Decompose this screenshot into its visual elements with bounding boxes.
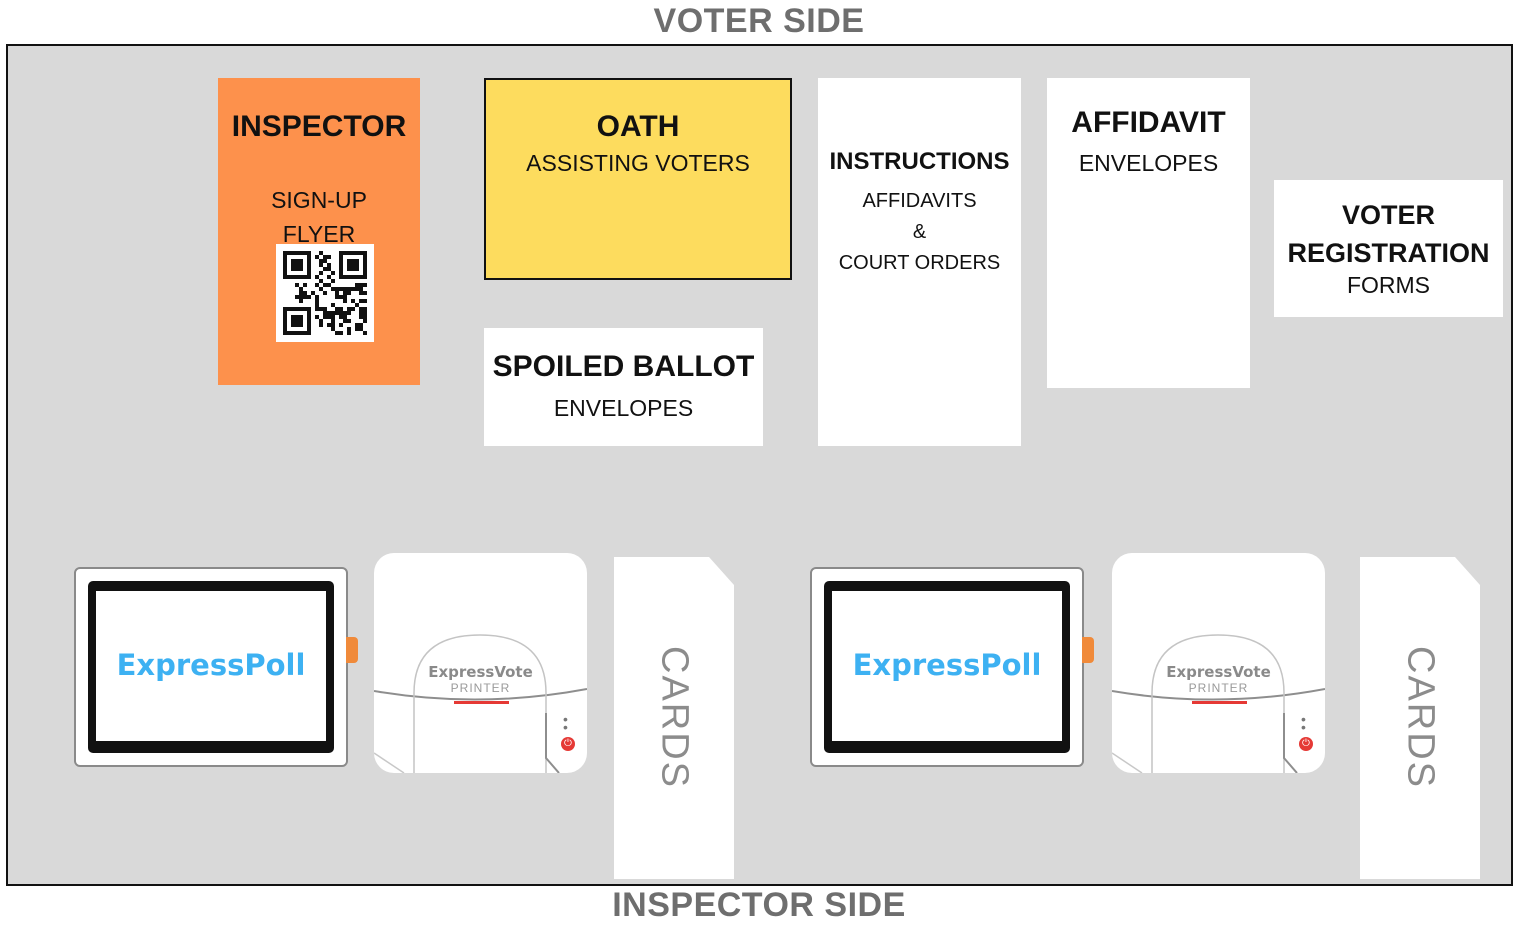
inspector-signup-flyer[interactable]: INSPECTOR SIGN-UP FLYER bbox=[218, 78, 420, 385]
expressvote-printer-2[interactable]: ExpressVote PRINTER •• ⏻ bbox=[1112, 553, 1325, 773]
expresspoll-tablet-2[interactable]: ExpressPoll bbox=[810, 567, 1094, 767]
printer-status-dots: •• bbox=[563, 711, 568, 735]
cards-label: CARDS bbox=[1399, 646, 1442, 790]
instructions-sheet[interactable]: INSTRUCTIONS AFFIDAVITS & COURT ORDERS bbox=[818, 78, 1021, 446]
cards-label: CARDS bbox=[653, 646, 696, 790]
inspector-flyer-title: INSPECTOR bbox=[231, 110, 407, 143]
expressvote-printer-1[interactable]: ExpressVote PRINTER •• ⏻ bbox=[374, 553, 587, 773]
inspector-side-label: INSPECTOR SIDE bbox=[612, 886, 906, 924]
printer-brand: ExpressVote bbox=[1166, 663, 1271, 681]
instructions-details: AFFIDAVITS & COURT ORDERS bbox=[818, 186, 1021, 279]
spoiled-ballot-subtitle: ENVELOPES bbox=[553, 395, 694, 421]
affidavit-title: AFFIDAVIT bbox=[1071, 106, 1226, 139]
tablet-side-tab bbox=[346, 637, 358, 663]
affidavit-envelopes[interactable]: AFFIDAVIT ENVELOPES bbox=[1047, 78, 1250, 388]
power-icon[interactable]: ⏻ bbox=[1299, 737, 1313, 751]
qr-code-icon[interactable] bbox=[276, 244, 374, 342]
ballot-cards-stack-1[interactable]: CARDS bbox=[614, 557, 734, 879]
ballot-cards-stack-2[interactable]: CARDS bbox=[1360, 557, 1480, 879]
voter-side-label: VOTER SIDE bbox=[653, 2, 865, 40]
tablet-screen: ExpressPoll bbox=[88, 581, 334, 753]
tablet-screen: ExpressPoll bbox=[824, 581, 1070, 753]
printer-sublabel: PRINTER bbox=[1188, 681, 1249, 695]
expresspoll-label: ExpressPoll bbox=[116, 648, 306, 682]
printer-sublabel: PRINTER bbox=[450, 681, 511, 695]
spoiled-ballot-title: SPOILED BALLOT bbox=[492, 350, 755, 383]
instructions-line-affidavits: AFFIDAVITS bbox=[862, 190, 977, 212]
table-surface: INSPECTOR SIGN-UP FLYER OATH ASSISTING V… bbox=[6, 44, 1513, 886]
printer-status-dots: •• bbox=[1301, 711, 1306, 735]
expresspoll-tablet-1[interactable]: ExpressPoll bbox=[74, 567, 358, 767]
tablet-display[interactable]: ExpressPoll bbox=[832, 591, 1062, 741]
instructions-title: INSTRUCTIONS bbox=[829, 148, 1010, 175]
voter-registration-title: VOTER REGISTRATION bbox=[1287, 200, 1490, 268]
inspector-flyer-subtitle: SIGN-UP FLYER bbox=[271, 187, 367, 247]
oath-assisting-voters-sheet[interactable]: OATH ASSISTING VOTERS bbox=[484, 78, 792, 280]
expresspoll-label: ExpressPoll bbox=[852, 648, 1042, 682]
instructions-line-court-orders: COURT ORDERS bbox=[838, 252, 1001, 274]
tablet-frame: ExpressPoll bbox=[74, 567, 348, 767]
instructions-line-ampersand: & bbox=[912, 221, 927, 243]
oath-title: OATH bbox=[596, 110, 680, 143]
voter-registration-forms[interactable]: VOTER REGISTRATION FORMS bbox=[1274, 180, 1503, 317]
voter-registration-subtitle: FORMS bbox=[1346, 272, 1431, 298]
tablet-side-tab bbox=[1082, 637, 1094, 663]
spoiled-ballot-envelopes[interactable]: SPOILED BALLOT ENVELOPES bbox=[484, 328, 763, 446]
tablet-display[interactable]: ExpressPoll bbox=[96, 591, 326, 741]
printer-brand: ExpressVote bbox=[428, 663, 533, 681]
tablet-frame: ExpressPoll bbox=[810, 567, 1084, 767]
oath-subtitle: ASSISTING VOTERS bbox=[526, 150, 750, 176]
power-icon[interactable]: ⏻ bbox=[561, 737, 575, 751]
affidavit-subtitle: ENVELOPES bbox=[1078, 150, 1219, 176]
